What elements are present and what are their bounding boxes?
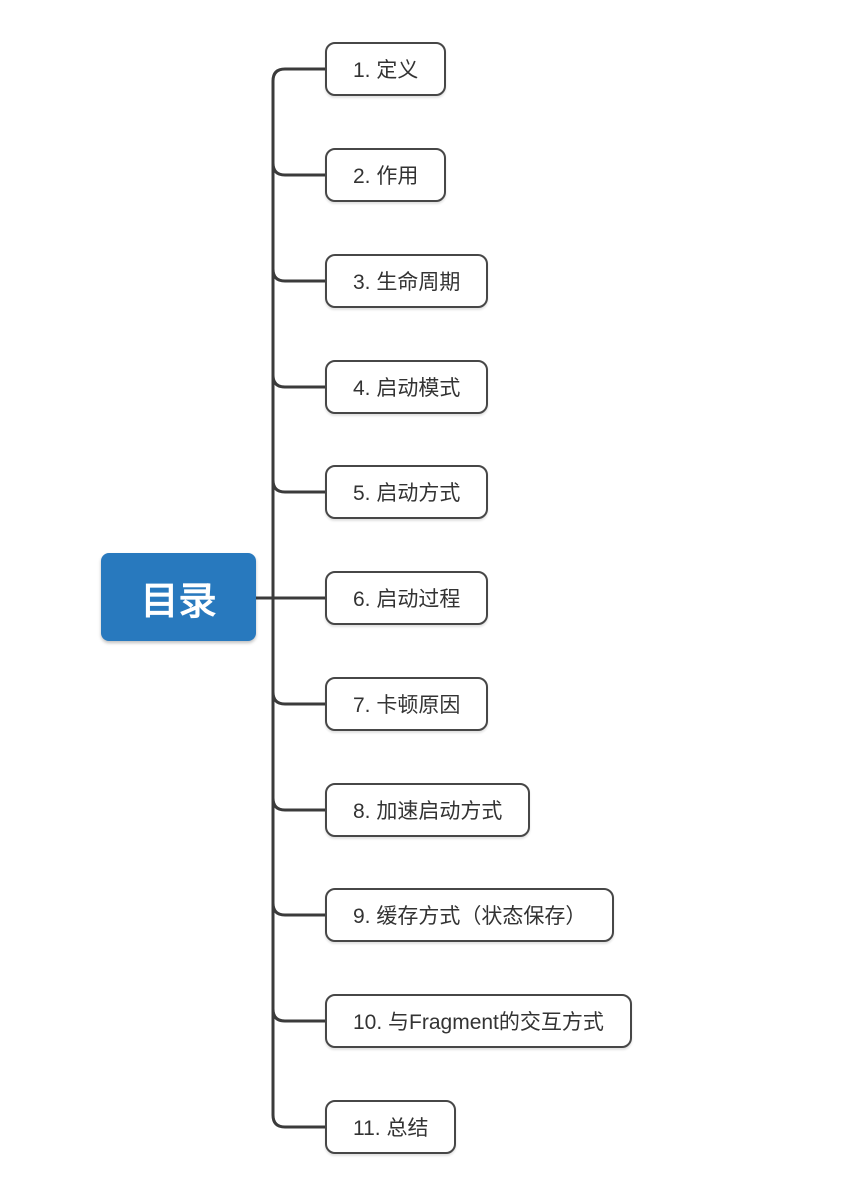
topic-node-8[interactable]: 8. 加速启动方式: [325, 783, 531, 837]
branch-line-5: [271, 479, 326, 494]
topic-node-6[interactable]: 6. 启动过程: [325, 571, 489, 625]
topic-node-7[interactable]: 7. 卡顿原因: [325, 677, 489, 731]
topic-label: 7. 卡顿原因: [353, 694, 461, 717]
root-topic-node[interactable]: 目录: [101, 553, 256, 641]
topic-node-1[interactable]: 1. 定义: [325, 42, 447, 96]
topic-label: 3. 生命周期: [353, 271, 461, 294]
topic-label: 11. 总结: [353, 1117, 429, 1140]
topic-node-11[interactable]: 11. 总结: [325, 1100, 457, 1154]
topic-node-9[interactable]: 9. 缓存方式（状态保存）: [325, 888, 615, 942]
branch-line-3: [271, 268, 326, 283]
branch-line-4: [271, 374, 326, 389]
topic-label: 1. 定义: [353, 59, 419, 82]
topic-label: 5. 启动方式: [353, 482, 461, 505]
topic-node-5[interactable]: 5. 启动方式: [325, 465, 489, 519]
root-topic-label: 目录: [140, 580, 217, 623]
branch-line-10: [271, 1008, 326, 1023]
branch-line-2: [271, 162, 326, 177]
topic-node-3[interactable]: 3. 生命周期: [325, 254, 489, 308]
topic-node-2[interactable]: 2. 作用: [325, 148, 447, 202]
topic-label: 8. 加速启动方式: [353, 800, 503, 823]
topic-label: 2. 作用: [353, 165, 419, 188]
topic-node-10[interactable]: 10. 与Fragment的交互方式: [325, 994, 632, 1048]
topic-node-4[interactable]: 4. 启动模式: [325, 360, 489, 414]
topic-label: 6. 启动过程: [353, 588, 461, 611]
topic-label: 4. 启动模式: [353, 377, 461, 400]
branch-line-7: [271, 691, 326, 706]
topic-label: 9. 缓存方式（状态保存）: [353, 905, 587, 928]
branch-line-9: [271, 902, 326, 917]
topic-label: 10. 与Fragment的交互方式: [353, 1011, 604, 1034]
branch-line-8: [271, 797, 326, 812]
